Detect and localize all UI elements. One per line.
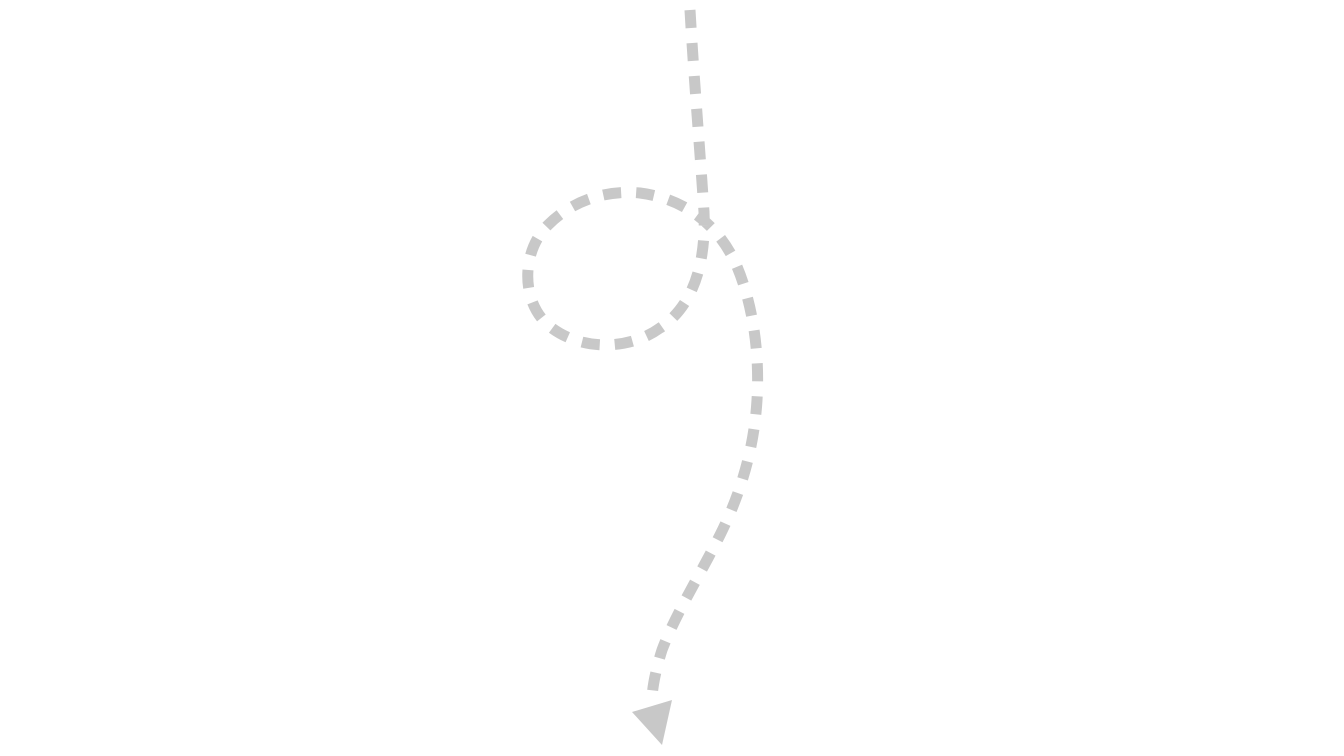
dashed-loop-arrow-line <box>522 9 764 701</box>
arrowhead-icon <box>632 700 672 745</box>
